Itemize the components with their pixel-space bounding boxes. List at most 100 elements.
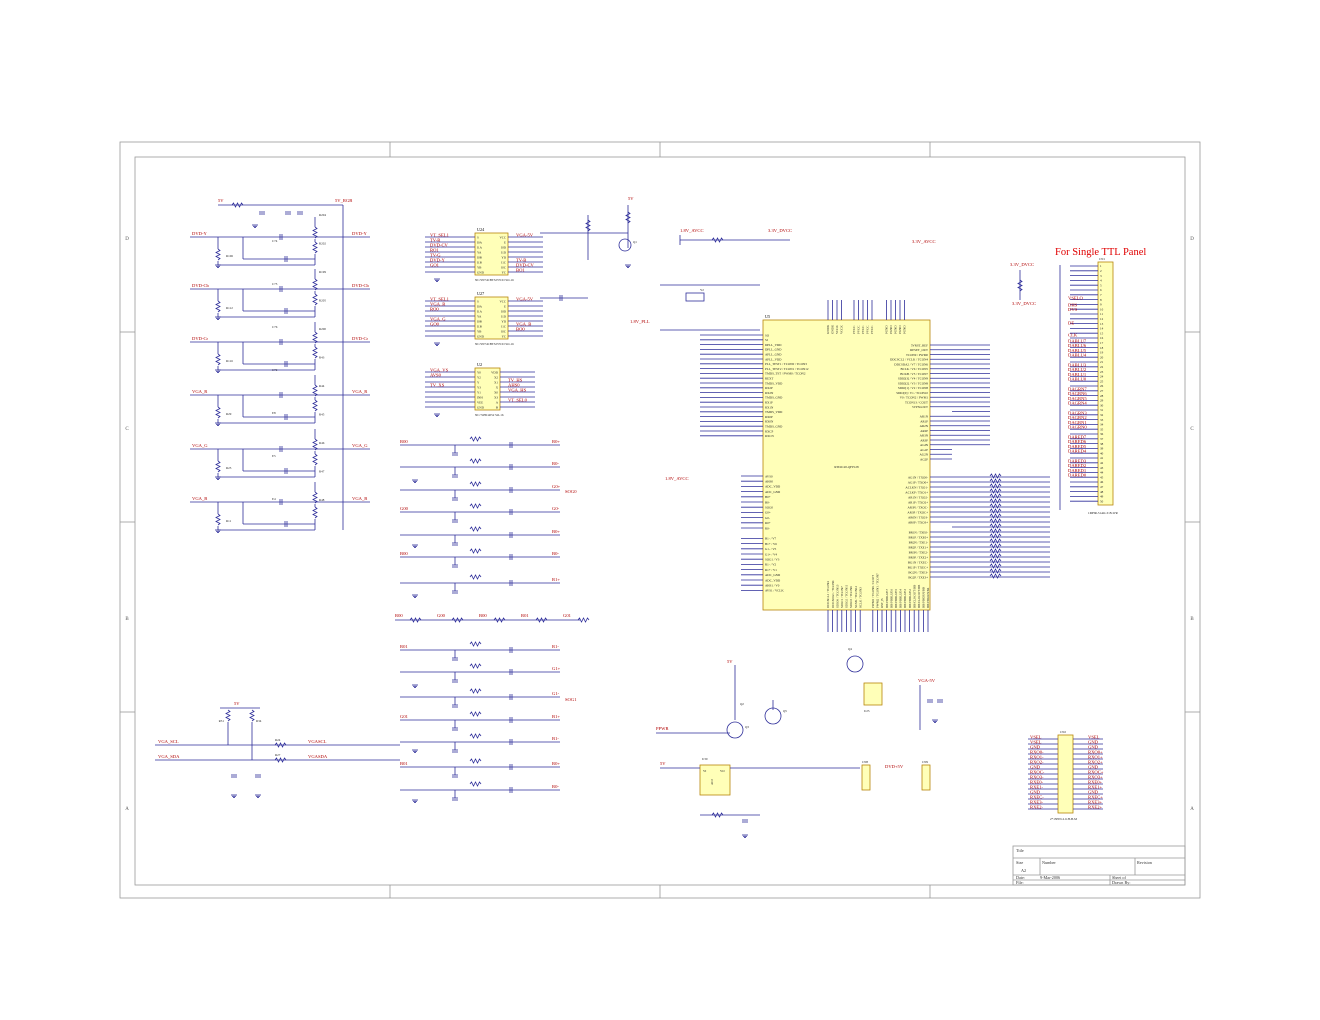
pin-name: R0- — [765, 526, 770, 530]
net-label: RXE3+ — [1088, 800, 1102, 805]
pin-name: A — [496, 400, 499, 404]
sheet-heading: For Single TTL Panel — [1055, 247, 1146, 258]
pin-name: I1C — [501, 260, 506, 264]
capacitor — [279, 392, 283, 398]
pin-name: E — [504, 304, 506, 308]
capacitor — [284, 256, 288, 262]
pin-number: 29 — [1100, 399, 1104, 403]
pin-name: AR3P / TXOC+ — [907, 510, 928, 514]
resistor — [274, 757, 287, 763]
pin-name: RX2P — [765, 386, 773, 390]
pin-name: BG1N / TXEC- — [908, 560, 928, 564]
net-3v3-dvcc-2: 3.3V_DVCC — [1012, 301, 1036, 306]
capacitor — [509, 764, 513, 770]
pin-name: GNDK — [826, 324, 830, 334]
pin-name: I0C — [501, 329, 506, 333]
resistor — [989, 493, 1002, 499]
net-label: R00 — [395, 613, 403, 618]
pin-number: 41 — [1100, 456, 1104, 460]
pin-name: SO — [765, 333, 770, 337]
ground-symbol — [231, 794, 237, 798]
capacitor — [452, 564, 458, 568]
pin-name: AG2N — [920, 453, 929, 457]
resistor — [711, 812, 724, 818]
resistor — [989, 518, 1002, 524]
pin-name: S — [477, 299, 479, 303]
pin-name: SI — [765, 338, 768, 342]
net-label: AHS0 — [508, 383, 520, 388]
capacitor — [559, 295, 563, 301]
capacitor — [452, 679, 458, 683]
pin-name: BR1P / TXE0+ — [908, 535, 928, 539]
ttl-panel-connector-cn1: CN11MHR-51AK-T-B-WR123456789101112131415… — [1010, 257, 1119, 515]
net-dvd-5v: DVD+5V — [885, 764, 904, 769]
net-label: DABLU4 — [1068, 353, 1087, 358]
connector-cn8 — [861, 764, 871, 791]
ground-symbol — [932, 719, 938, 723]
resistor — [469, 663, 482, 669]
pin-name: I1B — [477, 260, 482, 264]
pin-name: BG1P / TXEC+ — [908, 565, 928, 569]
net-label-source: G00 — [400, 506, 409, 511]
pin-name: B — [496, 405, 498, 409]
pin-name: TMDS_GND — [765, 425, 783, 429]
chip-part: RTD2120-QFP128 — [834, 465, 859, 469]
pin-number: 44 — [1100, 471, 1104, 475]
scaler-chip-u5: U5RTD2120-QFP128SOSIDPLL_VDDDPLL_GNDAPLL… — [700, 300, 1050, 632]
resistor — [215, 300, 221, 313]
net-label: R0- — [552, 461, 559, 466]
net-label: DABLU1 — [1068, 372, 1087, 377]
capacitor — [279, 446, 283, 452]
title-block: Title Size A2 Number Revision Date: 9-Ma… — [1012, 845, 1186, 886]
net-5v-ddc: 5V — [234, 701, 240, 706]
capacitor — [285, 211, 291, 215]
net-label-left: VGA_G — [192, 443, 208, 448]
pin-name: PGND — [885, 325, 889, 334]
net-label: DAGRN3 — [1068, 410, 1087, 415]
net-label: VSEL — [1088, 735, 1100, 740]
capacitor — [452, 797, 458, 801]
resistor — [249, 709, 255, 722]
net-label: GND — [1088, 740, 1099, 745]
pin-name: BR2N / TXE1- — [909, 540, 928, 544]
ground-symbol — [412, 479, 418, 484]
capacitor — [509, 669, 513, 675]
resistor — [409, 617, 422, 623]
resistor — [989, 538, 1002, 544]
resistor — [989, 473, 1002, 479]
net-label-right: DVD-Y — [352, 231, 367, 236]
net-label: RXO3- — [1030, 775, 1044, 780]
pin-name: PLL_TEST2 / TCON1 / TCON12 — [765, 367, 809, 371]
chip-ref: U2 — [477, 362, 482, 367]
pin-number: 2 — [1100, 269, 1102, 273]
pin-name: SOG0 — [765, 506, 773, 510]
net-label: RXE2+ — [1088, 805, 1102, 810]
net-label: GND — [1030, 790, 1041, 795]
pin-name: ADC_VDD — [765, 485, 781, 489]
pin-name: BR2P / TXE1+ — [908, 545, 928, 549]
net-label: R1- — [552, 644, 559, 649]
net-label: G1- — [552, 691, 560, 696]
net-5v: 5V — [218, 198, 224, 203]
pin-name: I1D — [501, 314, 507, 318]
pin-name: AG2P — [920, 457, 928, 461]
zone-letter-left: A — [125, 807, 129, 812]
regulator-u30 — [699, 764, 731, 796]
capacitor-ref: E4 — [272, 497, 276, 501]
net-label: CLK — [1068, 333, 1078, 338]
net-label-left: VGA_R — [192, 389, 208, 394]
date-value: 9-Mar-2006 — [1040, 875, 1060, 880]
net-label: VT_SEL0 — [508, 398, 528, 403]
pin-number: 32 — [1100, 413, 1104, 417]
pin-name: YD — [501, 319, 506, 323]
pin-name: PGND — [898, 325, 902, 334]
pin-name: VO — [720, 769, 725, 773]
net-label: R0+ — [552, 761, 560, 766]
zone-letter-right: A — [1190, 807, 1194, 812]
connector-ref: CN1 — [1099, 257, 1105, 261]
net-vgascl: VGASCL — [308, 739, 327, 744]
net-label: RXE3- — [1030, 800, 1043, 805]
net-label-left: VGA_B — [192, 496, 207, 501]
